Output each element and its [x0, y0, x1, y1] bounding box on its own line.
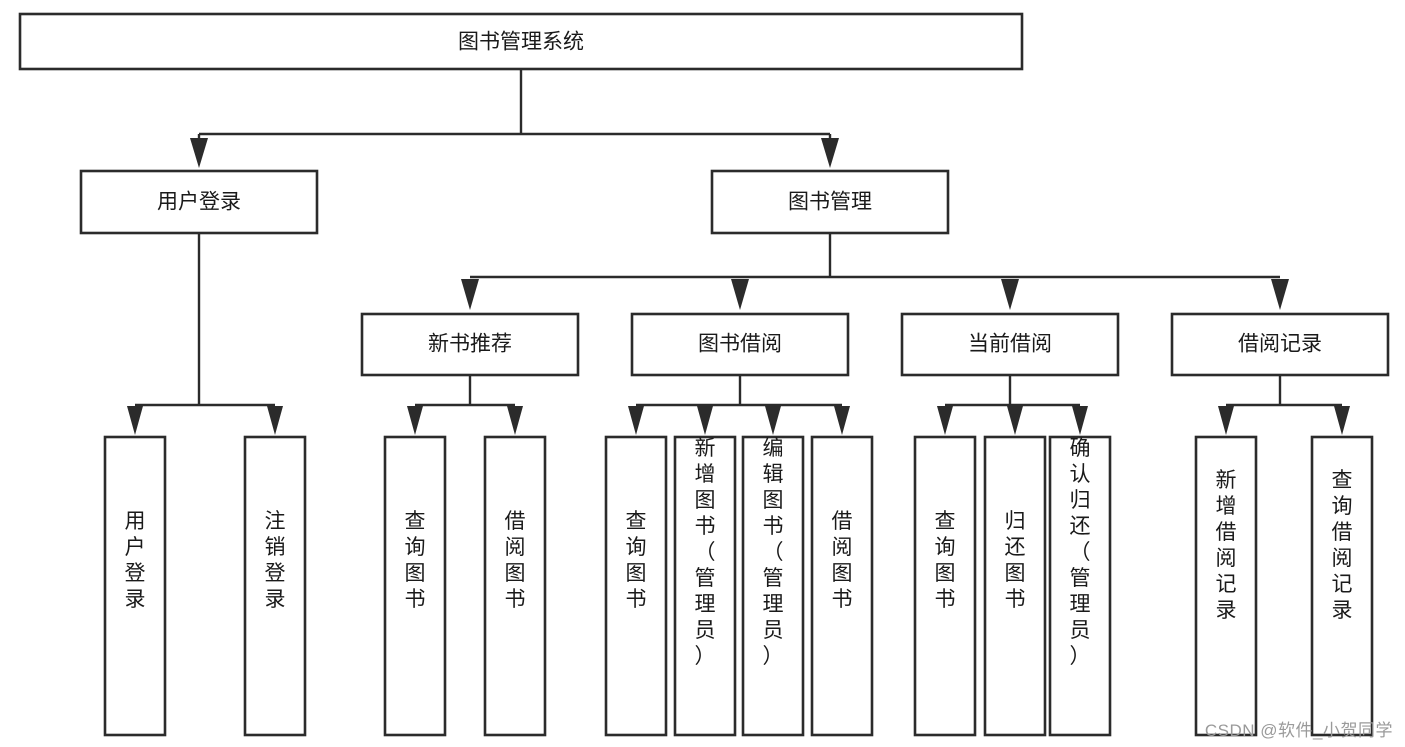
node-book-borrow[interactable]: 图书借阅 [630, 312, 850, 377]
node-current-borrow[interactable]: 当前借阅 [900, 312, 1120, 377]
node-leaf-borrow-book-1-label: 借阅图书 [505, 510, 526, 611]
arrow-head-current-borrow [1001, 279, 1019, 310]
node-leaf-return-book-label: 归还图书 [1005, 510, 1026, 611]
node-leaf-confirm-return-box[interactable] [1048, 435, 1112, 737]
node-root-label: 图书管理系统 [458, 31, 584, 54]
arrow-head-book-manage [821, 138, 839, 168]
node-leaf-add-book-label: 新增图书（管理员） [695, 437, 716, 668]
arrow-head-leaf-8 [834, 406, 850, 435]
node-book-manage-box[interactable] [710, 169, 950, 235]
node-book-borrow-label: 图书借阅 [698, 333, 782, 356]
node-book-borrow-box[interactable] [630, 312, 850, 377]
node-leaf-query-record-box[interactable] [1310, 435, 1374, 737]
arrow-head-leaf-3 [407, 406, 423, 435]
arrow-head-leaf-6 [697, 406, 713, 435]
arrow-head-leaf-12 [1218, 406, 1234, 435]
arrow-head-leaf-1 [127, 406, 143, 435]
arrow-head-leaf-13 [1334, 406, 1350, 435]
arrow-head-leaf-7 [765, 406, 781, 435]
node-leaf-logout-label: 注销登录 [265, 510, 286, 611]
node-leaf-edit-book[interactable]: 编辑图书（管理员） [741, 435, 805, 737]
arrow-head-leaf-5 [628, 406, 644, 435]
node-borrow-record-label: 借阅记录 [1238, 333, 1322, 356]
arrow-head-leaf-2 [267, 406, 283, 435]
connector-group-borrow-record [1218, 375, 1350, 435]
arrow-head-borrow-record [1271, 279, 1289, 310]
arrow-head-new-book [461, 279, 479, 310]
node-leaf-borrow-book-2-box[interactable] [810, 435, 874, 737]
node-leaf-user-login-box[interactable] [103, 435, 167, 737]
node-leaf-return-book-box[interactable] [983, 435, 1047, 737]
node-leaf-edit-book-box[interactable] [741, 435, 805, 737]
node-leaf-user-login-label: 用户登录 [125, 510, 146, 611]
arrow-head-leaf-10 [1007, 406, 1023, 435]
node-leaf-return-book[interactable]: 归还图书 [983, 435, 1047, 737]
arrow-head-leaf-4 [507, 406, 523, 435]
node-leaf-query-book-1-box[interactable] [383, 435, 447, 737]
node-leaf-logout[interactable]: 注销登录 [243, 435, 307, 737]
connector-group-new-book [407, 375, 523, 435]
arrow-head-leaf-11 [1072, 406, 1088, 435]
node-root-system[interactable]: 图书管理系统 [18, 12, 1024, 71]
node-borrow-record-box[interactable] [1170, 312, 1390, 377]
node-leaf-borrow-book-1-box[interactable] [483, 435, 547, 737]
connector-group-root [190, 69, 839, 168]
node-leaf-logout-box[interactable] [243, 435, 307, 737]
node-user-login-box[interactable] [79, 169, 319, 235]
watermark-text: CSDN @软件_小贺同学 [1204, 721, 1393, 740]
node-leaf-query-book-3[interactable]: 查询图书 [913, 435, 977, 737]
node-leaf-confirm-return[interactable]: 确认归还（管理员） [1048, 435, 1112, 737]
node-leaf-add-record[interactable]: 新增借阅记录 [1194, 435, 1258, 737]
arrow-head-user-login [190, 138, 208, 168]
node-leaf-query-record-label: 查询借阅记录 [1332, 469, 1353, 622]
node-leaf-query-book-3-box[interactable] [913, 435, 977, 737]
connector-group-book-manage [461, 233, 1289, 310]
node-leaf-query-book-2-box[interactable] [604, 435, 668, 737]
node-borrow-record[interactable]: 借阅记录 [1170, 312, 1390, 377]
node-leaf-borrow-book-2[interactable]: 借阅图书 [810, 435, 874, 737]
node-user-login[interactable]: 用户登录 [79, 169, 319, 235]
node-current-borrow-box[interactable] [900, 312, 1120, 377]
node-leaf-query-book-1[interactable]: 查询图书 [383, 435, 447, 737]
node-leaf-borrow-book-1[interactable]: 借阅图书 [483, 435, 547, 737]
node-leaf-query-book-2-label: 查询图书 [626, 510, 647, 611]
node-leaf-add-book[interactable]: 新增图书（管理员） [673, 435, 737, 737]
connector-group-current-borrow [937, 375, 1088, 435]
node-leaf-query-book-2[interactable]: 查询图书 [604, 435, 668, 737]
node-leaf-borrow-book-2-label: 借阅图书 [832, 510, 853, 611]
node-new-book-recommend[interactable]: 新书推荐 [360, 312, 580, 377]
node-leaf-add-book-box[interactable] [673, 435, 737, 737]
node-current-borrow-label: 当前借阅 [968, 333, 1052, 356]
node-book-manage[interactable]: 图书管理 [710, 169, 950, 235]
node-root-box[interactable] [18, 12, 1024, 71]
node-new-book-recommend-label: 新书推荐 [428, 333, 512, 356]
node-leaf-confirm-return-label: 确认归还（管理员） [1070, 437, 1091, 668]
node-new-book-recommend-box[interactable] [360, 312, 580, 377]
node-leaf-edit-book-label: 编辑图书（管理员） [763, 437, 784, 668]
node-book-manage-label: 图书管理 [788, 191, 872, 214]
node-leaf-user-login[interactable]: 用户登录 [103, 435, 167, 737]
node-leaf-add-record-label: 新增借阅记录 [1216, 469, 1237, 622]
node-user-login-label: 用户登录 [157, 191, 241, 214]
node-leaf-query-record[interactable]: 查询借阅记录 [1310, 435, 1374, 737]
node-leaf-query-book-3-label: 查询图书 [935, 510, 956, 611]
arrow-head-borrow-book [731, 279, 749, 310]
node-leaf-add-record-box[interactable] [1194, 435, 1258, 737]
node-leaf-query-book-1-label: 查询图书 [405, 510, 426, 611]
connector-group-borrow-book [628, 375, 850, 435]
arrow-head-leaf-9 [937, 406, 953, 435]
connector-group-user-login [127, 233, 283, 435]
